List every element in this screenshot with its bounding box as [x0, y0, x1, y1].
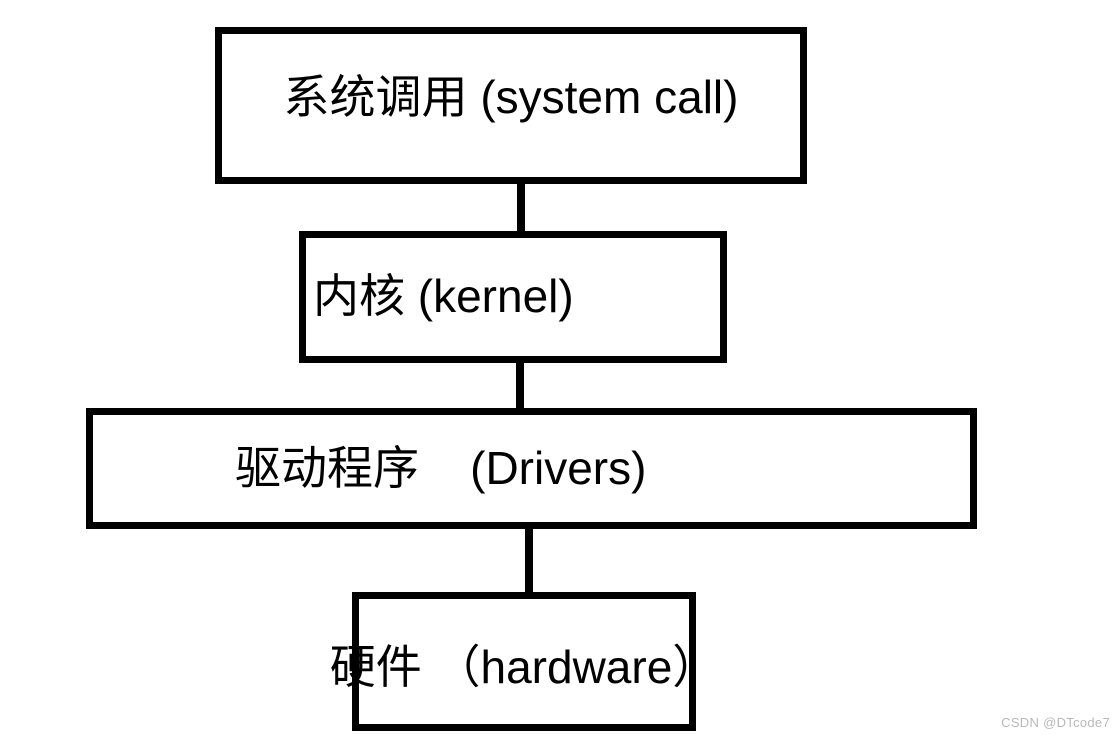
watermark: CSDN @DTcode7: [1001, 715, 1110, 730]
node-system-call-label: 系统调用 (system call): [283, 70, 739, 123]
node-hardware: 硬件 （hardware）: [330, 592, 718, 731]
node-drivers: 驱动程序 (Drivers): [86, 408, 977, 529]
node-system-call: 系统调用 (system call): [215, 27, 807, 184]
node-drivers-label: 驱动程序 (Drivers): [235, 441, 647, 494]
connector-drivers-hardware: [525, 524, 533, 596]
node-hardware-label: 硬件 （hardware）: [329, 640, 719, 693]
node-kernel: 内核 (kernel): [299, 231, 727, 363]
connector-kernel-drivers: [516, 359, 524, 413]
connector-system-call-kernel: [517, 180, 525, 236]
node-kernel-label: 内核 (kernel): [313, 270, 574, 323]
